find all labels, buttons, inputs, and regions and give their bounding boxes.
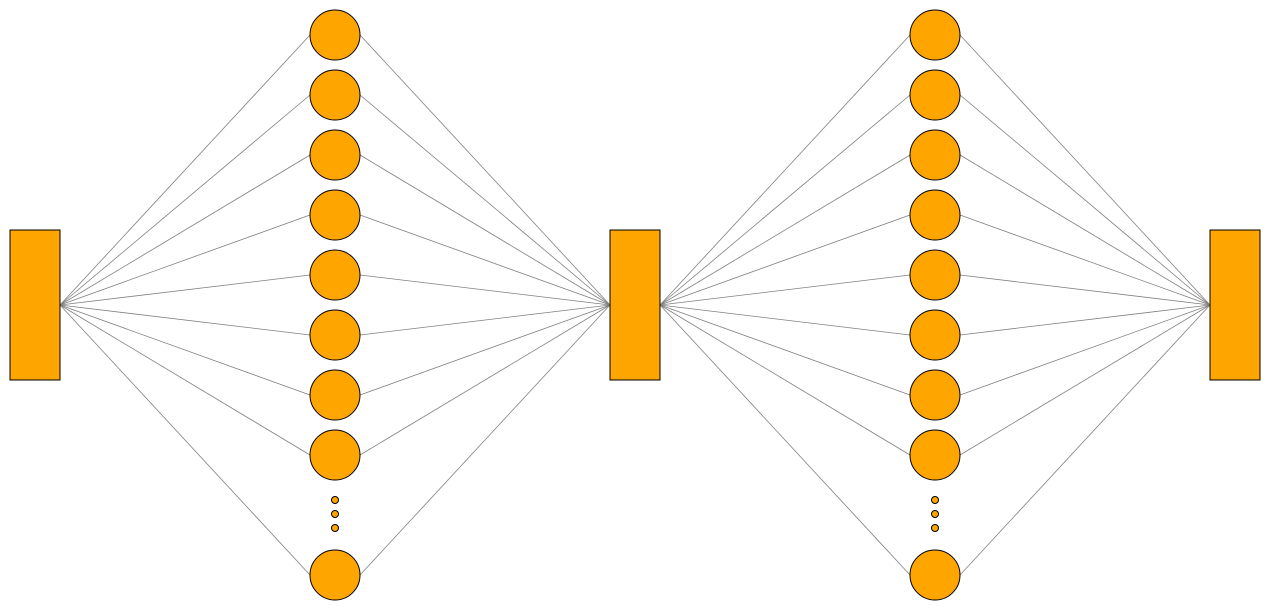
- edges: [59, 34, 1211, 576]
- layer-1-node-7: [309, 429, 361, 481]
- layer-1-edge-in-6: [59, 304, 311, 396]
- layer-2-edge-in-4: [659, 274, 911, 306]
- layer-2-edge-out-0: [959, 34, 1211, 306]
- layer-1-node-2: [309, 129, 361, 181]
- layer-2-edge-in-0: [659, 34, 911, 306]
- layer-1-edge-out-0: [359, 34, 611, 306]
- layer-1-edge-out-1: [359, 94, 611, 306]
- layer-2-edge-out-1: [959, 94, 1211, 306]
- layer-2-edge-in-5: [659, 304, 911, 336]
- layer-2-edge-out-6: [959, 304, 1211, 396]
- layer-1-node-6: [309, 369, 361, 421]
- layer-2-node-1: [909, 69, 961, 121]
- layer-1-ellipsis-dot-0: [331, 496, 339, 504]
- layer-2-ellipsis-dot-2: [931, 524, 939, 532]
- layer-2-node-6: [909, 369, 961, 421]
- layer-2-node-2: [909, 129, 961, 181]
- layer-2-node-0: [909, 9, 961, 61]
- layer-1-edge-in-5: [59, 304, 311, 336]
- layer-1-node-0: [309, 9, 361, 61]
- layer-2-node-4: [909, 249, 961, 301]
- layer-2-edge-out-2: [959, 154, 1211, 306]
- layer-1-edge-out-6: [359, 304, 611, 396]
- layer-1-node-5: [309, 309, 361, 361]
- layer-1-edge-out-8: [359, 304, 611, 576]
- layer-2-edge-in-1: [659, 94, 911, 306]
- layer-2-edge-in-2: [659, 154, 911, 306]
- layer-2-edge-out-3: [959, 214, 1211, 306]
- layer-2-edge-in-7: [659, 304, 911, 456]
- layer-1-edge-in-3: [59, 214, 311, 306]
- layer-1-edge-out-2: [359, 154, 611, 306]
- layer-1-edge-in-7: [59, 304, 311, 456]
- block-1: [9, 229, 61, 381]
- layer-1-edge-in-1: [59, 94, 311, 306]
- layer-2-edge-out-8: [959, 304, 1211, 576]
- layer-2-edge-in-3: [659, 214, 911, 306]
- layer-1-ellipsis-dot-2: [331, 524, 339, 532]
- layer-1-edge-in-4: [59, 274, 311, 306]
- layer-2-node-7: [909, 429, 961, 481]
- layer-1-edge-in-2: [59, 154, 311, 306]
- nodes: [9, 9, 1261, 601]
- layer-2-node-8: [909, 549, 961, 601]
- layer-1-edge-in-8: [59, 304, 311, 576]
- layer-2-edge-in-8: [659, 304, 911, 576]
- layer-1-node-8: [309, 549, 361, 601]
- layer-1-node-1: [309, 69, 361, 121]
- layer-2-ellipsis-dot-1: [931, 510, 939, 518]
- layer-1-node-4: [309, 249, 361, 301]
- layer-1-edge-out-5: [359, 304, 611, 336]
- layer-2-edge-out-4: [959, 274, 1211, 306]
- layer-2-ellipsis-dot-0: [931, 496, 939, 504]
- layer-2-node-5: [909, 309, 961, 361]
- layer-1-node-3: [309, 189, 361, 241]
- layer-2-edge-out-7: [959, 304, 1211, 456]
- layer-1-edge-out-3: [359, 214, 611, 306]
- layer-2-node-3: [909, 189, 961, 241]
- layer-2-edge-out-5: [959, 304, 1211, 336]
- layer-1-ellipsis-dot-1: [331, 510, 339, 518]
- layer-2-edge-in-6: [659, 304, 911, 396]
- layer-1-edge-out-4: [359, 274, 611, 306]
- layer-1-edge-out-7: [359, 304, 611, 456]
- block-3: [1209, 229, 1261, 381]
- block-2: [609, 229, 661, 381]
- layer-1-edge-in-0: [59, 34, 311, 306]
